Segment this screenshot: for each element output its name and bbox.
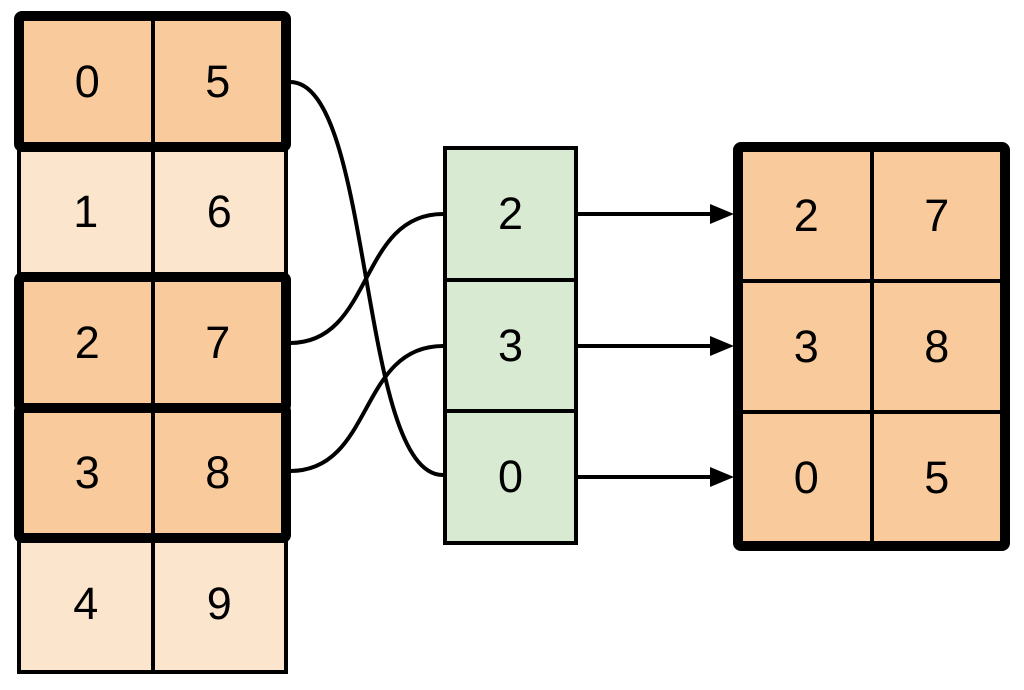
index-cell: 3 [447, 282, 574, 414]
source-cell: 1 [21, 147, 155, 277]
result-cell: 3 [743, 283, 874, 410]
source-cell: 3 [24, 413, 155, 533]
arrowhead-result-row1-icon [710, 336, 734, 356]
source-row-2: 2 7 [14, 272, 291, 413]
source-row-0: 0 5 [14, 11, 291, 152]
source-cell: 9 [206, 578, 232, 629]
arrowhead-result-row0-icon [710, 204, 734, 224]
source-cell: 6 [206, 186, 232, 237]
result-row-0: 2 7 [743, 152, 1000, 283]
source-row-3: 3 8 [14, 403, 291, 543]
result-cell: 7 [924, 189, 950, 241]
result-row-2: 0 5 [743, 414, 1000, 541]
arrowhead-result-row2-icon [710, 467, 734, 487]
curve-source-row3-to-index-3 [288, 344, 445, 473]
index-cell: 0 [497, 451, 524, 503]
result-cell: 0 [743, 414, 874, 541]
source-cell: 7 [205, 316, 231, 368]
source-cell: 5 [205, 55, 231, 107]
result-cell: 5 [924, 451, 950, 503]
result-cell: 2 [743, 152, 874, 279]
source-row-4: 4 9 [17, 534, 288, 674]
index-column: 2 3 0 [443, 146, 578, 545]
source-row-1: 1 6 [17, 143, 288, 281]
source-cell: 2 [24, 282, 155, 403]
source-cell: 4 [21, 538, 155, 670]
source-cell: 0 [24, 21, 155, 142]
result-row-1: 3 8 [743, 283, 1000, 414]
source-cell: 8 [205, 447, 231, 498]
result-table: 2 7 3 8 0 5 [733, 142, 1010, 551]
result-cell: 8 [924, 320, 950, 372]
index-cell: 2 [447, 150, 574, 282]
curve-source-row2-to-index-2 [288, 212, 445, 345]
